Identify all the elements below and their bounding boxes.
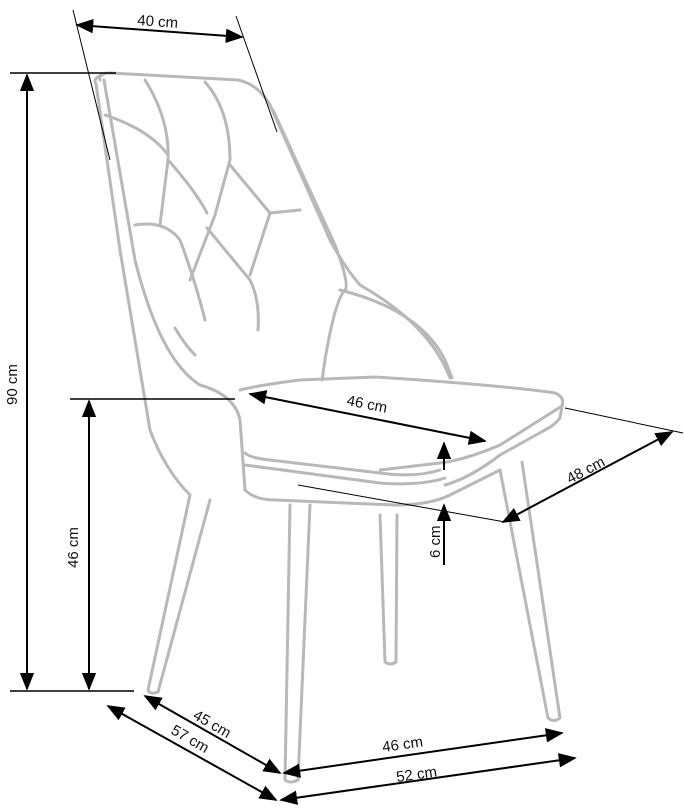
dimension-lines [10,9,684,805]
label-seat-thickness: 6 cm [427,525,444,558]
label-total-height: 90 cm [4,364,21,405]
label-backrest-width: 40 cm [137,12,179,32]
label-seat-depth: 46 cm [345,392,388,416]
label-leg-width-outer: 52 cm [395,763,438,786]
chair-outline [93,71,565,784]
label-leg-width-inner: 46 cm [381,733,424,756]
label-seat-height: 46 cm [65,527,82,568]
label-seat-width: 48 cm [564,453,608,487]
